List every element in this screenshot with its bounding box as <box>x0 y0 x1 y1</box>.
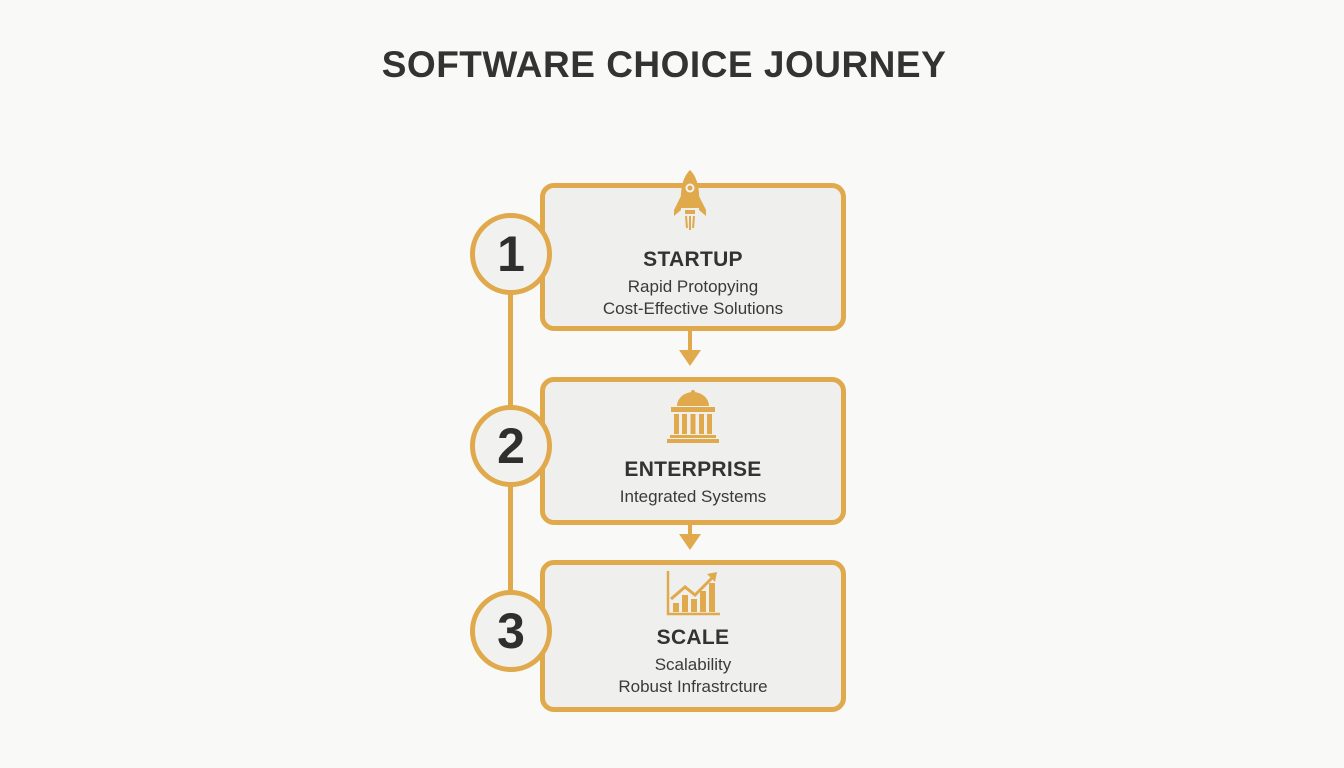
page-title: SOFTWARE CHOICE JOURNEY <box>381 44 947 85</box>
growth-chart-icon <box>665 569 721 617</box>
step-heading: ENTERPRISE <box>624 458 762 481</box>
step-number-badge-2: 2 <box>470 405 552 487</box>
step-detail: Integrated Systems <box>619 487 767 506</box>
building-columns-icon <box>665 388 721 444</box>
step-detail: Robust Infrastrcture <box>618 677 768 696</box>
down-arrow-icon <box>678 326 702 368</box>
down-arrow-icon <box>678 520 702 552</box>
step-card-enterprise: ENTERPRISE Integrated Systems <box>540 377 846 525</box>
rocket-icon <box>672 168 708 232</box>
step-number-badge-1: 1 <box>470 213 552 295</box>
step-detail: Cost-Effective Solutions <box>602 299 784 318</box>
step-card-scale: SCALE Scalability Robust Infrastrcture <box>540 560 846 712</box>
step-detail: Scalability <box>654 655 732 674</box>
step-heading: STARTUP <box>643 248 743 271</box>
step-detail: Rapid Protopying <box>627 277 759 296</box>
step-heading: SCALE <box>656 626 730 649</box>
step-number-badge-3: 3 <box>470 590 552 672</box>
